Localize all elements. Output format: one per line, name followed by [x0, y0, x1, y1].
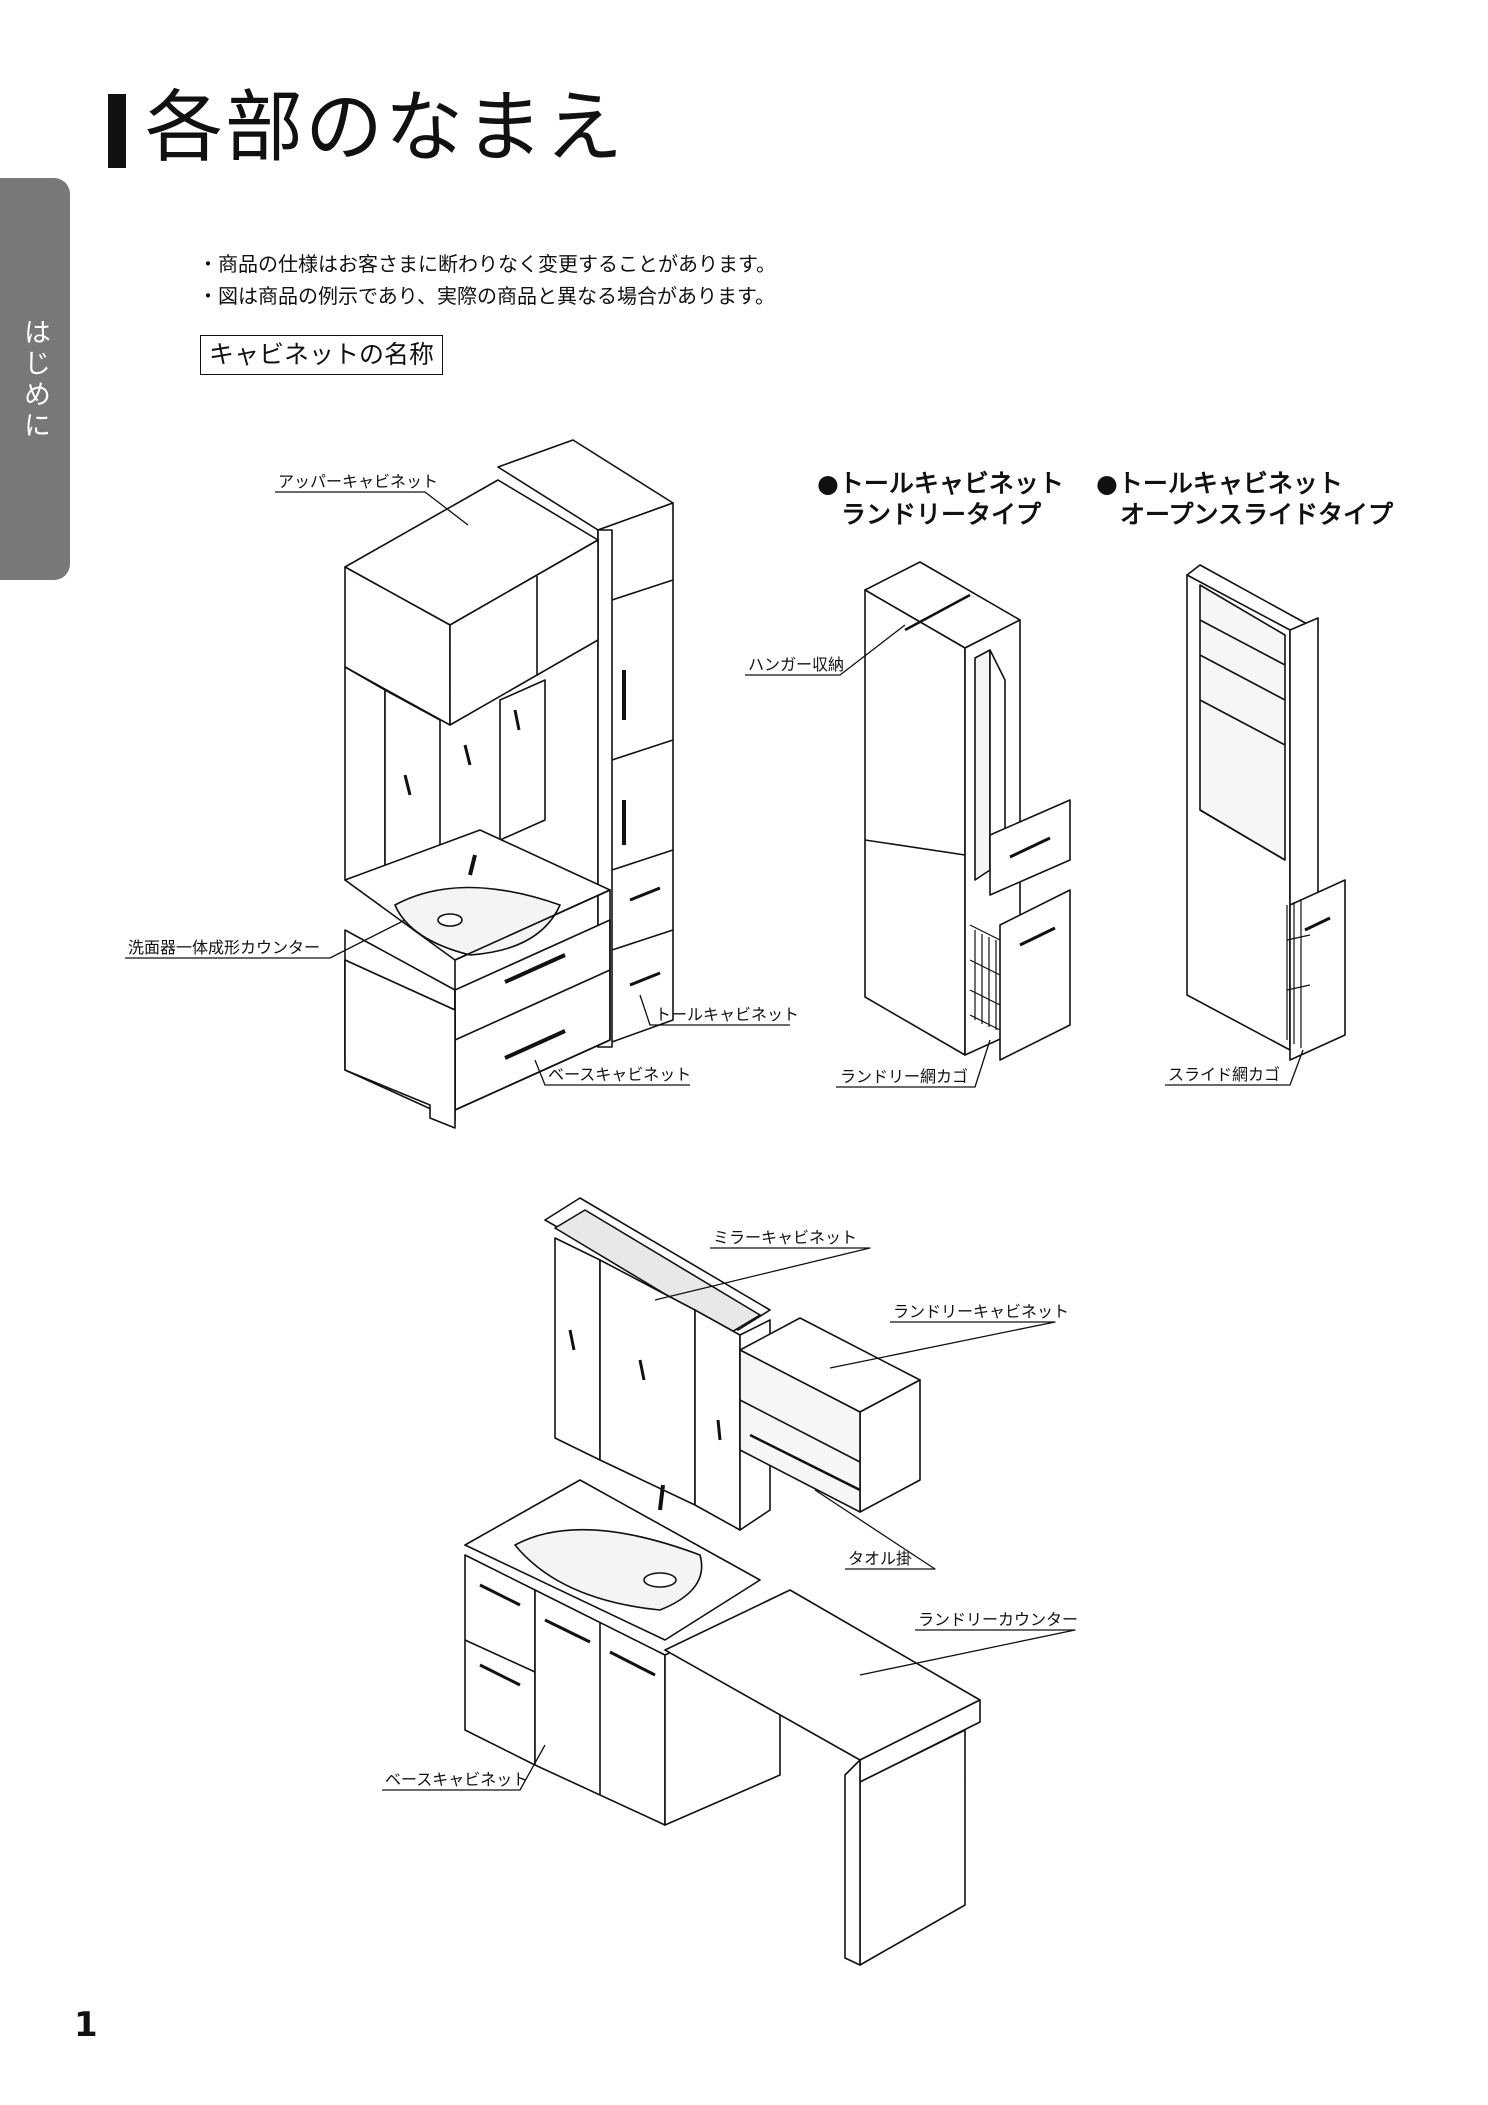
- note-2: ・図は商品の例示であり、実際の商品と異なる場合があります。: [198, 284, 775, 308]
- label-tall-cabinet: トールキャビネット: [655, 1005, 800, 1024]
- leader-lines: [125, 492, 1303, 1790]
- heading-tall-laundry-line1: ●トールキャビネット: [817, 469, 1064, 498]
- page-title: 各部のなまえ: [145, 83, 626, 173]
- label-laundry-counter: ランドリーカウンター: [918, 1610, 1079, 1629]
- tall-laundry-drawing: [865, 562, 1070, 1060]
- heading-tall-open-slide-line1: ●トールキャビネット: [1096, 469, 1343, 498]
- heading-tall-open-slide: ●トールキャビネット オープンスライドタイプ: [1096, 468, 1393, 530]
- heading-tall-open-slide-line2: オープンスライドタイプ: [1120, 500, 1394, 529]
- label-counter: 洗面器一体成形カウンター: [128, 938, 321, 957]
- vanity-tall-set-drawing: [345, 440, 673, 1128]
- heading-tall-laundry-line2: ランドリータイプ: [841, 500, 1042, 529]
- label-towel: タオル掛: [848, 1549, 913, 1568]
- label-base-cabinet-1: ベースキャビネット: [548, 1065, 692, 1084]
- title-bar: [108, 94, 126, 168]
- tall-open-slide-drawing: [1187, 565, 1345, 1060]
- side-tab: [0, 178, 70, 580]
- label-laundry-basket: ランドリー網カゴ: [840, 1067, 969, 1086]
- label-base-cabinet-2: ベースキャビネット: [385, 1770, 529, 1789]
- note-1: ・商品の仕様はお客さまに断わりなく変更することがあります。: [198, 252, 776, 276]
- page-number: 1: [74, 2005, 98, 2045]
- label-mirror-cabinet: ミラーキャビネット: [713, 1228, 858, 1247]
- vanity-laundry-counter-drawing: [465, 1198, 980, 1965]
- label-upper-cabinet: アッパーキャビネット: [278, 472, 439, 491]
- heading-tall-laundry: ●トールキャビネット ランドリータイプ: [817, 468, 1064, 530]
- section-title: キャビネットの名称: [200, 335, 444, 375]
- label-slide-basket: スライド網カゴ: [1168, 1065, 1281, 1084]
- label-laundry-cabinet: ランドリーキャビネット: [893, 1302, 1070, 1321]
- side-tab-label: はじめに: [19, 318, 50, 442]
- label-hanger: ハンガー収納: [748, 655, 845, 674]
